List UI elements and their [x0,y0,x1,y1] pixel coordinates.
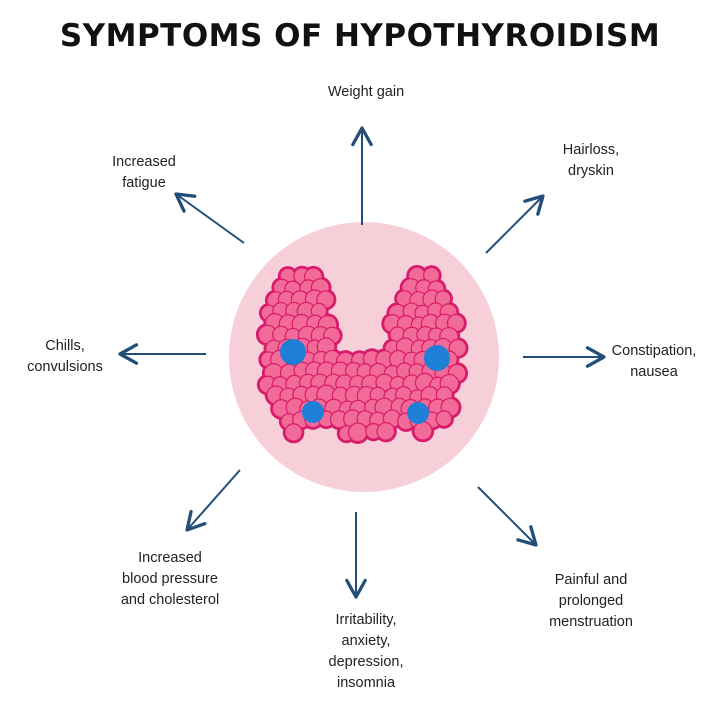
arrow-down-right [477,486,538,547]
symptom-fatigue: Increased fatigue [112,154,176,191]
nodule-icon [280,339,306,365]
symptom-irritability: Irritability, anxiety, depression, insom… [328,612,404,691]
symptom-constipation: Constipation, nausea [611,343,697,380]
thyroid-gland-icon [255,264,469,444]
symptom-hair-loss: Hairloss, dryskin [562,142,620,179]
page-title: SYMPTOMS OF HYPOTHYROIDISM [59,18,661,54]
nodule-icon [302,401,324,423]
symptom-chills: Chills, convulsions [27,338,103,375]
arrow-down-left [185,469,241,532]
symptom-weight-gain: Weight gain [327,84,405,100]
symptom-menstruation: Painful and prolonged menstruation [549,572,633,630]
arrows-group [118,126,606,599]
nodule-icon [407,402,429,424]
nodule-icon [424,345,450,371]
arrow-up-right [485,194,545,254]
arrow-up-left [174,192,245,244]
symptom-blood-pressure: Increased blood pressure and cholesterol [120,550,220,608]
